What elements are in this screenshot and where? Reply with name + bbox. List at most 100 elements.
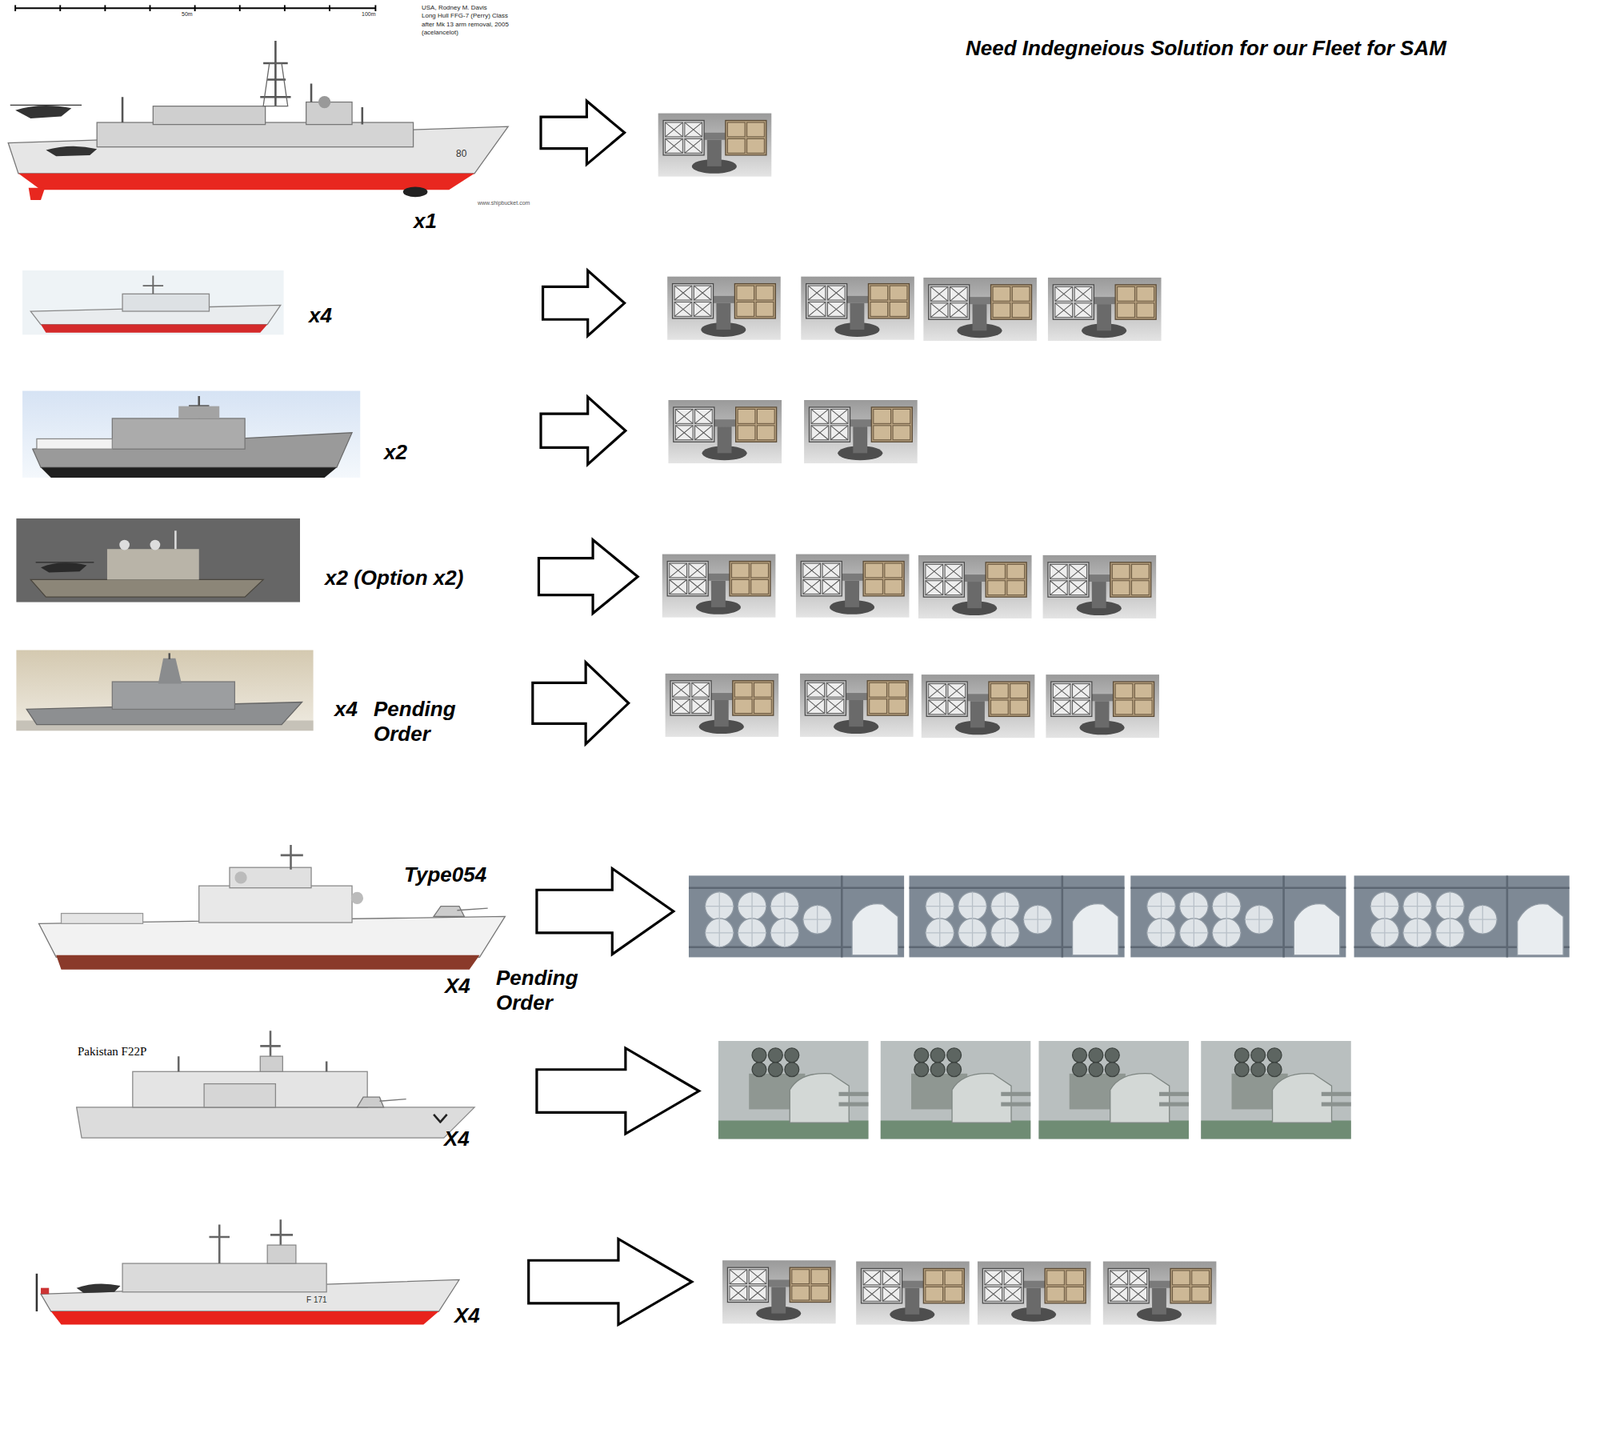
launcher-picture xyxy=(662,554,776,618)
ship-drawing xyxy=(204,1084,276,1108)
ship-class: Pakistan F22P xyxy=(77,1044,147,1059)
scale-bar xyxy=(15,4,376,12)
ship-picture xyxy=(150,540,161,551)
ship-drawing xyxy=(132,1071,368,1108)
sam-launcher-picture xyxy=(1038,1040,1188,1139)
launcher-picture xyxy=(1043,555,1157,619)
watermark: www.shipbucket.com xyxy=(477,200,530,207)
launcher-picture xyxy=(658,113,772,177)
ship-drawing xyxy=(122,1263,327,1292)
order-note: Pending Order xyxy=(373,696,476,747)
ship-drawing xyxy=(152,106,265,125)
scale-bar xyxy=(328,4,331,12)
ship-picture xyxy=(22,270,284,335)
ship-drawing xyxy=(36,1273,39,1312)
ship-picture xyxy=(16,649,313,731)
sam-launcher-picture xyxy=(1200,1040,1351,1139)
vls-picture xyxy=(1130,875,1346,957)
ship-drawing xyxy=(178,1030,327,1072)
ship-drawing xyxy=(351,892,364,904)
ship-drawing xyxy=(36,1219,460,1324)
block-arrow xyxy=(536,868,674,954)
ship-count: x1 xyxy=(413,208,437,234)
launcher-picture xyxy=(722,1260,836,1324)
block-arrow xyxy=(528,1238,692,1324)
ship-drawing xyxy=(260,1056,283,1072)
ship-picture xyxy=(112,418,245,449)
launcher-picture xyxy=(1103,1261,1217,1325)
ship-count: x4 xyxy=(308,303,332,328)
scale-bar xyxy=(239,4,241,12)
ship-drawing xyxy=(8,40,508,200)
order-note: Pending Order xyxy=(496,965,599,1016)
hull-number: 80 xyxy=(456,148,467,160)
scale-bar xyxy=(104,4,106,12)
launcher-picture xyxy=(1045,674,1160,738)
launcher-picture xyxy=(804,400,918,464)
ship-drawing xyxy=(234,871,247,884)
launcher-picture xyxy=(918,555,1032,619)
credit-text: (acelancelot) xyxy=(421,28,459,37)
ship-picture xyxy=(143,275,164,294)
credit-text: after Mk 13 arm removal, 2005 xyxy=(421,20,509,29)
block-arrow xyxy=(543,270,625,336)
ship-picture xyxy=(158,658,182,684)
ship-picture xyxy=(40,562,87,572)
vls-picture xyxy=(1354,875,1570,957)
ship-drawing xyxy=(229,867,312,888)
vls-picture xyxy=(688,875,1570,957)
ship-picture xyxy=(107,548,200,580)
ship-picture xyxy=(40,324,268,333)
ship-drawing xyxy=(403,186,428,197)
ship-drawing xyxy=(280,844,304,870)
ship-drawing xyxy=(15,105,72,119)
ship-drawing xyxy=(433,906,488,917)
ship-picture xyxy=(174,530,177,549)
ship-drawing xyxy=(96,122,413,148)
ship-picture xyxy=(30,579,264,597)
ship-picture xyxy=(36,438,112,449)
ship-picture xyxy=(36,561,95,563)
ship-picture xyxy=(178,406,220,419)
ship-drawing xyxy=(76,1107,475,1138)
launcher-picture xyxy=(921,674,1036,738)
ship-picture xyxy=(16,518,300,603)
scale-bar xyxy=(284,4,286,12)
scale-label: 50m xyxy=(181,11,193,18)
block-arrow xyxy=(540,396,626,464)
launcher-picture xyxy=(800,276,915,340)
launcher-picture xyxy=(668,400,782,464)
block-arrow xyxy=(532,662,629,744)
ship-picture xyxy=(40,467,337,478)
ship-picture xyxy=(22,391,360,478)
launcher-picture xyxy=(923,277,1037,341)
ship-picture xyxy=(168,652,171,660)
ship-count: X4 xyxy=(444,973,471,999)
scale-bar xyxy=(149,4,152,12)
ship-picture xyxy=(16,649,313,731)
ship-drawing xyxy=(18,173,475,190)
ship-drawing xyxy=(51,1311,440,1325)
launcher-picture xyxy=(796,554,910,618)
ship-drawing xyxy=(45,146,97,156)
sam-launcher-picture xyxy=(718,1040,868,1139)
scale-bar xyxy=(194,4,196,12)
ship-drawing xyxy=(10,104,82,106)
ship-drawing xyxy=(76,1283,121,1293)
block-arrow xyxy=(538,540,638,614)
sam-launcher-picture xyxy=(718,1040,1352,1139)
ship-drawing xyxy=(122,40,363,125)
title: Need Indegneious Solution for our Fleet … xyxy=(965,36,1447,61)
ship-picture xyxy=(122,293,209,312)
ship-drawing xyxy=(61,913,144,924)
ship-drawing xyxy=(199,885,352,923)
hull-number: F 171 xyxy=(306,1295,328,1305)
launcher-picture xyxy=(977,1261,1092,1325)
ship-picture xyxy=(22,270,284,335)
ship-picture xyxy=(16,518,300,603)
launcher-picture xyxy=(665,673,780,737)
scale-bar xyxy=(14,4,16,12)
scale-bar xyxy=(374,4,376,12)
